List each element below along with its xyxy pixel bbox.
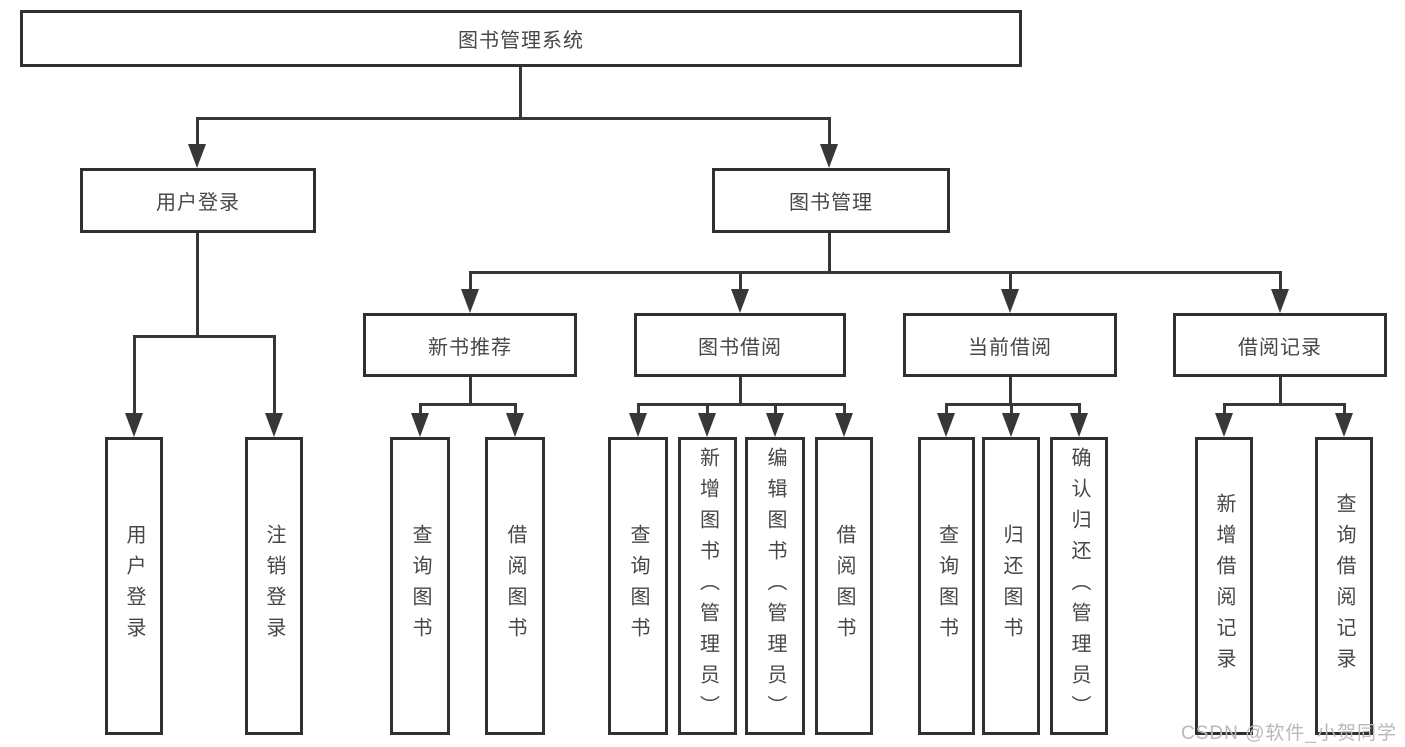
connector-current-borrow-stem <box>1009 377 1012 406</box>
watermark-text: CSDN @软件_小贺同学 <box>1181 723 1397 744</box>
node-label: 新书推荐 <box>428 336 512 359</box>
node-label: 用户登录 <box>156 192 240 214</box>
connector-shaft-current-borrow <box>1009 271 1012 295</box>
connector-user-login-bar <box>133 335 276 338</box>
node-label: 用户登录 <box>123 524 145 648</box>
node-label: 归还图书 <box>1000 524 1022 648</box>
leaf-query-borrow-record: 查询借阅记录 <box>1315 437 1373 735</box>
node-borrow-record: 借阅记录 <box>1173 313 1387 377</box>
arrowhead-leaf-logout <box>265 413 283 437</box>
node-label: 查询图书 <box>627 524 649 648</box>
connector-shaft-leaf-user-login <box>133 335 136 421</box>
arrowhead-user-login <box>188 144 206 168</box>
connector-book-borrow-stem <box>739 377 742 406</box>
arrowhead-current-borrow <box>1001 289 1019 313</box>
arrowhead-rec-add-record <box>1215 413 1233 437</box>
node-label: 新增借阅记录 <box>1213 493 1235 679</box>
connector-new-book-recommend-bar <box>419 403 516 406</box>
node-label: 借阅记录 <box>1238 336 1322 359</box>
node-label: 查询借阅记录 <box>1333 493 1355 679</box>
arrowhead-book-management <box>820 144 838 168</box>
connector-borrow-record-stem <box>1279 377 1282 406</box>
node-label: 当前借阅 <box>968 336 1052 359</box>
connector-shaft-leaf-logout <box>273 335 276 421</box>
connector-borrow-record-bar <box>1223 403 1345 406</box>
arrowhead-bor-query-book <box>629 413 647 437</box>
leaf-bor-borrow-book: 借阅图书 <box>815 437 873 735</box>
connector-level2-bar <box>196 117 831 120</box>
connector-shaft-book-management <box>828 117 831 151</box>
arrowhead-leaf-user-login <box>125 413 143 437</box>
node-book-management: 图书管理 <box>712 168 950 233</box>
arrowhead-rec-query-record <box>1335 413 1353 437</box>
leaf-bor-query-book: 查询图书 <box>608 437 668 735</box>
node-label: 借阅图书 <box>504 524 526 648</box>
arrowhead-rec-query-book <box>411 413 429 437</box>
connector-shaft-book-borrow <box>739 271 742 295</box>
node-user-login: 用户登录 <box>80 168 316 233</box>
leaf-add-borrow-record: 新增借阅记录 <box>1195 437 1253 735</box>
node-label: 新增图书（管理员） <box>696 446 719 726</box>
node-library-management-system: 图书管理系统 <box>20 10 1022 67</box>
node-label: 查询图书 <box>409 524 431 648</box>
node-label: 注销登录 <box>263 524 285 648</box>
leaf-user-login: 用户登录 <box>105 437 163 735</box>
leaf-cur-confirm-return-admin: 确认归还（管理员） <box>1050 437 1108 735</box>
arrowhead-bor-add-book <box>698 413 716 437</box>
arrowhead-bor-borrow-book <box>835 413 853 437</box>
arrowhead-borrow-record <box>1271 289 1289 313</box>
connector-user-login-stem <box>196 233 199 338</box>
arrowhead-cur-confirm-return <box>1070 413 1088 437</box>
connector-shaft-borrow-record <box>1279 271 1282 295</box>
connector-book-borrow-bar <box>637 403 845 406</box>
leaf-bor-add-book-admin: 新增图书（管理员） <box>678 437 737 735</box>
leaf-cur-return-book: 归还图书 <box>982 437 1040 735</box>
arrowhead-rec-borrow-book <box>506 413 524 437</box>
arrowhead-book-borrow <box>731 289 749 313</box>
node-label: 确认归还（管理员） <box>1068 446 1090 726</box>
connector-shaft-user-login <box>196 117 199 151</box>
arrowhead-bor-edit-book <box>766 413 784 437</box>
connector-root-stem <box>519 67 522 120</box>
node-label: 图书管理系统 <box>458 30 584 52</box>
arrowhead-cur-return-book <box>1002 413 1020 437</box>
node-current-borrow: 当前借阅 <box>903 313 1117 377</box>
connector-book-management-stem <box>828 233 831 274</box>
node-label: 图书借阅 <box>698 336 782 359</box>
connector-level3-bar <box>469 271 1281 274</box>
leaf-bor-edit-book-admin: 编辑图书（管理员） <box>745 437 805 735</box>
arrowhead-new-book-recommend <box>461 289 479 313</box>
leaf-cur-query-book: 查询图书 <box>918 437 975 735</box>
leaf-rec-query-book: 查询图书 <box>390 437 450 735</box>
connector-shaft-new-book-recommend <box>469 271 472 295</box>
node-label: 借阅图书 <box>833 524 855 648</box>
leaf-rec-borrow-book: 借阅图书 <box>485 437 545 735</box>
node-label: 图书管理 <box>789 192 873 214</box>
node-label: 查询图书 <box>935 524 958 648</box>
arrowhead-cur-query-book <box>937 413 955 437</box>
node-book-borrow: 图书借阅 <box>634 313 846 377</box>
leaf-logout-login: 注销登录 <box>245 437 303 735</box>
node-label: 编辑图书（管理员） <box>764 446 786 726</box>
node-new-book-recommend: 新书推荐 <box>363 313 577 377</box>
connector-new-book-recommend-stem <box>469 377 472 406</box>
